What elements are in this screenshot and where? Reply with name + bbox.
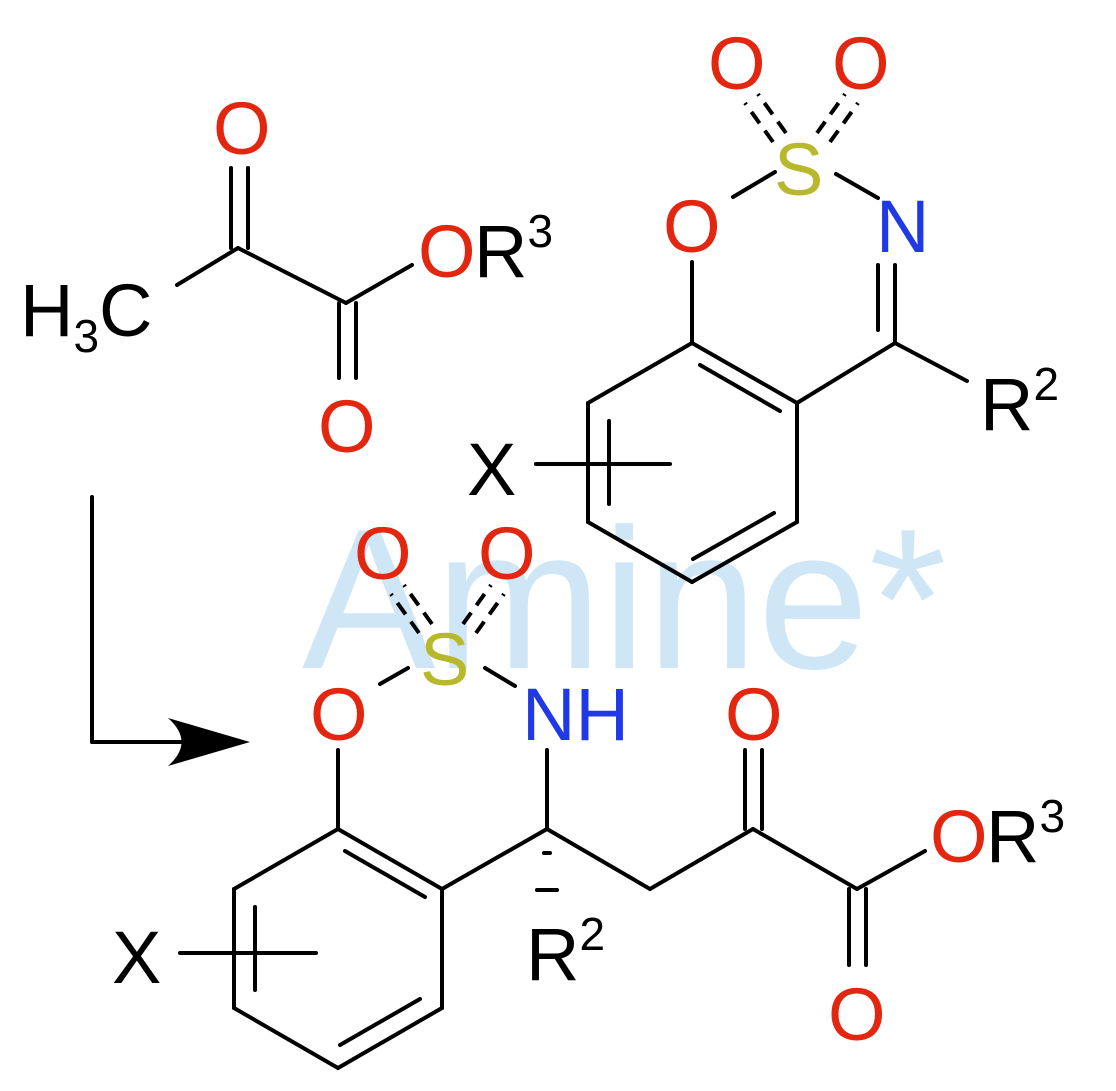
imine-bonds — [534, 92, 969, 584]
pyruvate-ester-oxygen: O — [418, 210, 476, 293]
watermark-text: Amine* — [302, 488, 947, 711]
pyruvate-ester: H3C O O R3 O — [20, 87, 553, 468]
imine-x-substituent: X — [467, 428, 516, 511]
cyclic-sulfamidate-imine: O O S O N R2 X — [467, 22, 1059, 584]
product-ketone-oxygen: O — [725, 673, 783, 756]
methyl-group: H3C — [20, 269, 153, 362]
pyruvate-ketone-oxygen: O — [213, 87, 271, 170]
pyruvate-carbonyl-oxygen: O — [318, 385, 376, 468]
product-ester-oxygen: O — [930, 795, 988, 878]
product-bonds — [178, 583, 927, 1070]
product-sulfur: S — [420, 618, 469, 701]
product-r2: R2 — [526, 908, 605, 996]
arrow-head-icon — [168, 718, 250, 766]
product-ester-r3: R3 — [986, 790, 1065, 878]
imine-r2: R2 — [980, 358, 1059, 446]
imine-sulfonyl-oxygen-right: O — [832, 22, 890, 105]
product-x-substituent: X — [112, 916, 161, 999]
imine-sulfonyl-oxygen-left: O — [708, 22, 766, 105]
pyruvate-ester-r3: R3 — [474, 205, 553, 293]
pyruvate-bonds — [175, 166, 414, 380]
product-nh: NH — [522, 673, 629, 756]
product-sulfonyl-oxygen-right: O — [478, 512, 536, 595]
product: O O S O NH O O R3 O R2 X — [112, 512, 1065, 1070]
product-carbonyl-oxygen: O — [828, 973, 886, 1056]
reaction-arrow — [90, 495, 250, 766]
imine-nitrogen: N — [876, 185, 929, 268]
product-ring-oxygen: O — [310, 673, 368, 756]
imine-sulfur: S — [774, 128, 823, 211]
product-sulfonyl-oxygen-left: O — [354, 512, 412, 595]
imine-ring-oxygen: O — [663, 185, 721, 268]
